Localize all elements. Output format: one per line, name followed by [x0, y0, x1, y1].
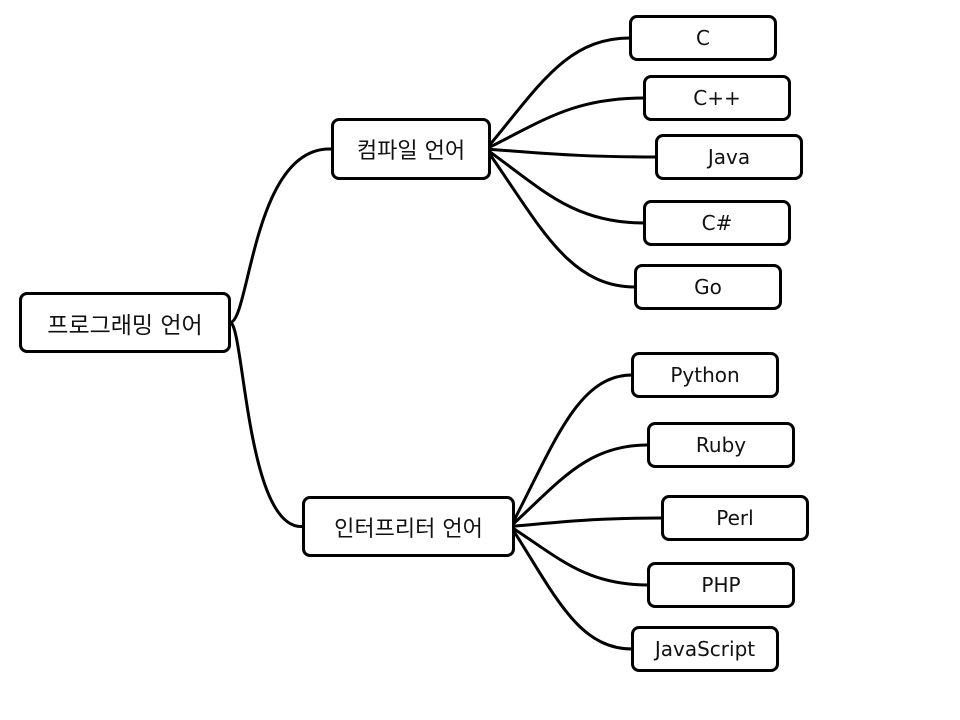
- category-node-interpreted[interactable]: 인터프리터 언어: [302, 496, 515, 557]
- connector-interpreted-to-leaf: [512, 373, 634, 522]
- connector-compiled-to-leaf: [488, 36, 632, 147]
- leaf-label: PHP: [701, 573, 741, 597]
- leaf-label: Java: [707, 145, 751, 169]
- connector-interpreted-to-leaf: [512, 443, 650, 525]
- category-label: 인터프리터 언어: [334, 516, 483, 542]
- connector-compiled-to-leaf: [488, 96, 646, 149]
- connector-compiled-to-leaf: [488, 150, 646, 225]
- connector-root-to-interpreted: [228, 321, 305, 528]
- leaf-label: Perl: [716, 506, 754, 530]
- leaf-label: C: [696, 26, 710, 50]
- leaf-label: JavaScript: [654, 637, 756, 661]
- leaf-node-php[interactable]: PHP: [647, 562, 795, 608]
- leaf-node-c[interactable]: C: [629, 15, 777, 61]
- connector-interpreted-to-leaf: [512, 516, 664, 528]
- leaf-node-cpp[interactable]: C++: [643, 75, 791, 121]
- connector-compiled-to-leaf: [488, 153, 637, 289]
- leaf-label: Python: [670, 363, 740, 387]
- connector-compiled-to-leaf: [488, 147, 658, 159]
- category-label: 컴파일 언어: [356, 139, 466, 164]
- leaf-node-python[interactable]: Python: [631, 352, 779, 398]
- leaf-label: C++: [693, 86, 741, 110]
- root-node[interactable]: 프로그래밍 언어: [19, 292, 231, 353]
- leaf-label: Go: [694, 275, 722, 299]
- leaf-node-javascript[interactable]: JavaScript: [631, 626, 779, 672]
- connector-root-to-compiled: [228, 147, 334, 324]
- leaf-node-go[interactable]: Go: [634, 264, 782, 310]
- leaf-node-java[interactable]: Java: [655, 134, 803, 180]
- leaf-label: C#: [701, 211, 733, 235]
- leaf-node-ruby[interactable]: Ruby: [647, 422, 795, 468]
- leaf-label: Ruby: [695, 433, 747, 457]
- leaf-node-csharp[interactable]: C#: [643, 200, 791, 246]
- root-label: 프로그래밍 언어: [47, 312, 203, 339]
- leaf-node-perl[interactable]: Perl: [661, 495, 809, 541]
- connector-interpreted-to-leaf: [512, 527, 650, 587]
- category-node-compiled[interactable]: 컴파일 언어: [331, 118, 491, 180]
- connector-interpreted-to-leaf: [512, 529, 634, 651]
